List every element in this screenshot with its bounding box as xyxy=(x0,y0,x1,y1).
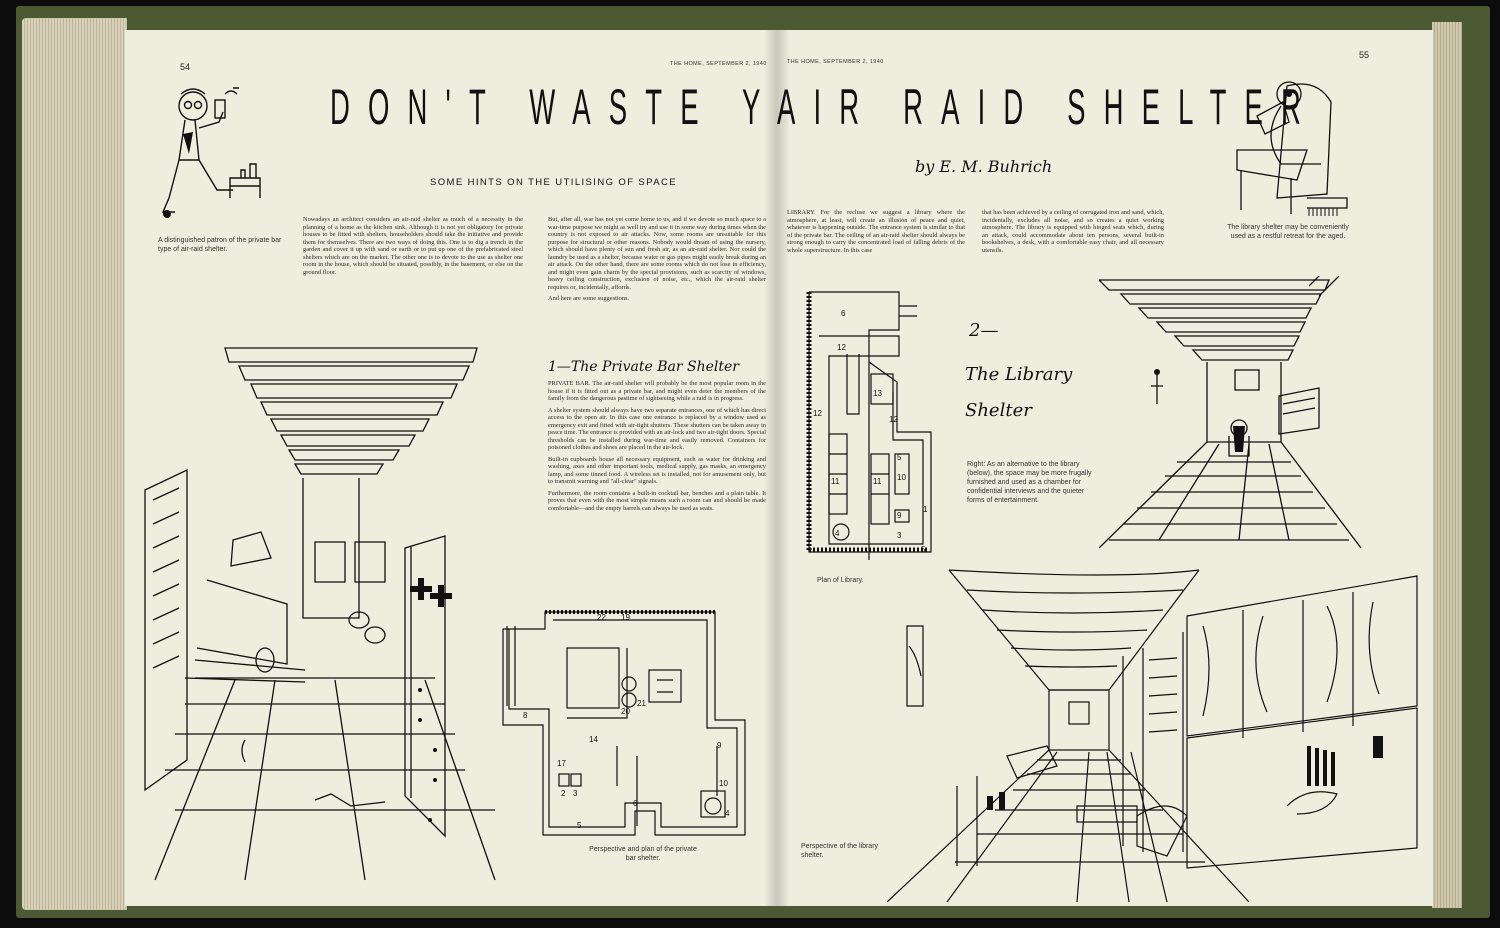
plan-label: 6 xyxy=(633,799,638,808)
caption-library-perspective: Perspective of the library shelter. xyxy=(801,843,879,859)
plan-label: 14 xyxy=(589,735,598,744)
paragraph: But, after all, war has not yet come hom… xyxy=(548,216,766,291)
patron-illustration xyxy=(161,87,261,218)
plan-label: 12 xyxy=(837,343,846,352)
plan-label: 2 xyxy=(561,789,566,798)
plan-label: 5 xyxy=(577,821,582,830)
plan-label: 22 xyxy=(597,613,606,622)
plan-label: 11 xyxy=(831,477,840,486)
caption-library-plan: Plan of Library. xyxy=(817,577,864,584)
bar-floor-plan: 22 19 20 21 14 17 8 9 10 2 3 6 4 5 xyxy=(502,610,746,836)
paragraph: LIBRARY. For the recluse we suggest a li… xyxy=(787,209,965,254)
paragraph: And here are some suggestions. xyxy=(548,295,630,302)
plan-label: 9 xyxy=(717,741,722,750)
paragraph: Built-in cupboards house all necessary e… xyxy=(548,455,766,486)
left-page: 54 THE HOME, SEPTEMBER 2, 1940 DON'T WAS… xyxy=(125,30,777,906)
body-col-bar: PRIVATE BAR. The air-raid shelter will p… xyxy=(548,380,766,516)
right-page: THE HOME, SEPTEMBER 2, 1940 55 AIR RAID … xyxy=(777,30,1433,906)
paragraph: PRIVATE BAR. The air-raid shelter will p… xyxy=(548,380,766,402)
book-gutter xyxy=(764,30,790,906)
library-perspective-illustration xyxy=(887,569,1418,902)
page-number-left: 54 xyxy=(180,62,191,72)
plan-label: 12 xyxy=(889,415,898,424)
section-heading-bar: 1—The Private Bar Shelter xyxy=(548,359,739,375)
paragraph: Furthermore, the room contains a built-i… xyxy=(548,489,766,512)
page-edges-right xyxy=(1432,22,1462,908)
plan-label: 4 xyxy=(725,809,730,818)
title-right: AIR RAID SHELTER xyxy=(777,79,1320,135)
plan-label: 5 xyxy=(921,545,926,554)
section-heading-library-1: The Library xyxy=(965,364,1073,385)
caption-patron: A distinguished patron of the private ba… xyxy=(158,237,282,253)
section-number-library: 2— xyxy=(969,320,999,341)
page-number-right: 55 xyxy=(1359,50,1370,60)
paragraph: that has been achieved by a ceiling of c… xyxy=(982,209,1164,254)
plan-label: 10 xyxy=(897,473,906,482)
plan-label: 3 xyxy=(573,789,578,798)
plan-label: 21 xyxy=(637,699,646,708)
plan-label: 8 xyxy=(523,711,528,720)
plan-label: 4 xyxy=(835,529,840,538)
paragraph: Nowadays an architect considers an air-r… xyxy=(303,216,523,276)
plan-label: 5 xyxy=(897,453,902,462)
plan-label: 6 xyxy=(841,309,846,318)
subtitle: SOME HINTS ON THE UTILISING OF SPACE xyxy=(430,177,677,188)
plan-label: 11 xyxy=(873,477,882,486)
section-heading-library-2: Shelter xyxy=(965,400,1032,421)
plan-label: 9 xyxy=(897,511,902,520)
page-edges-left xyxy=(22,18,127,910)
plan-label: 3 xyxy=(897,531,902,540)
chamber-illustration xyxy=(1099,276,1362,549)
running-head-left: THE HOME, SEPTEMBER 2, 1940 xyxy=(670,61,767,67)
plan-label: 17 xyxy=(557,759,566,768)
plan-label: 13 xyxy=(873,389,882,398)
running-head-right: THE HOME, SEPTEMBER 2, 1940 xyxy=(787,59,884,65)
paragraph: A shelter system should always have two … xyxy=(548,406,766,452)
body-col-1: Nowadays an architect considers an air-r… xyxy=(303,216,523,280)
caption-retreat: The library shelter may be conveniently … xyxy=(1227,224,1349,240)
caption-library-alternative: Right: As an alternative to the library … xyxy=(967,461,1092,504)
caption-bar-plan: Perspective and plan of the private bar … xyxy=(589,846,697,862)
title-left: DON'T WASTE YOUR xyxy=(330,79,777,135)
bar-perspective-illustration xyxy=(144,347,496,881)
plan-label: 19 xyxy=(621,613,630,622)
library-floor-plan: 6 12 13 12 12 5 11 11 10 9 3 1 4 5 xyxy=(806,291,932,560)
plan-label: 12 xyxy=(813,409,822,418)
body-col-library-2: that has been achieved by a ceiling of c… xyxy=(982,209,1164,258)
reader-illustration xyxy=(1236,81,1348,216)
plan-label: 20 xyxy=(621,707,630,716)
byline: by E. M. Buhrich xyxy=(915,157,1053,176)
body-col-2: But, after all, war has not yet come hom… xyxy=(548,216,766,307)
body-col-library-1: LIBRARY. For the recluse we suggest a li… xyxy=(787,209,965,258)
plan-label: 1 xyxy=(923,505,928,514)
plan-label: 10 xyxy=(719,779,728,788)
